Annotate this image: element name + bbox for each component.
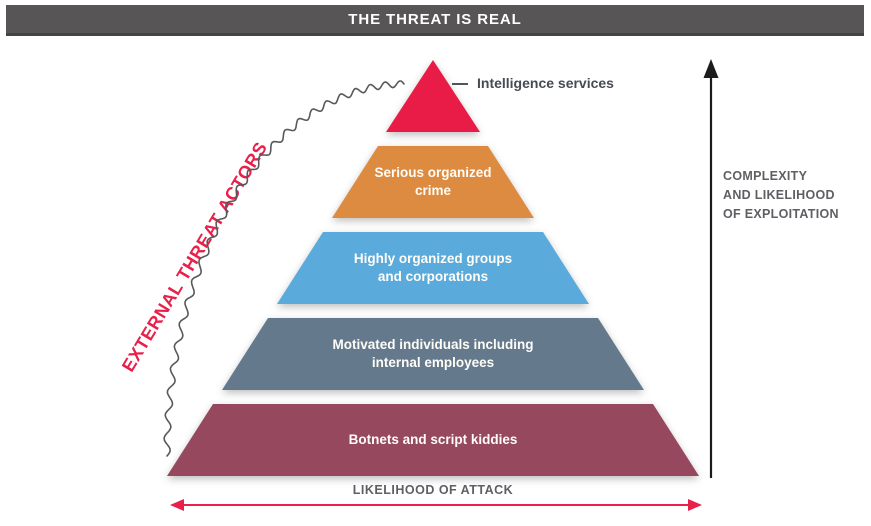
pyramid-layer-botnets-script-kiddies: Botnets and script kiddies	[167, 404, 699, 476]
pyramid-layer-serious-organized-crime: Serious organized crime	[332, 146, 534, 218]
intelligence-services-callout: Intelligence services	[477, 75, 614, 91]
layer-label: Highly organized groups and corporations	[353, 250, 513, 284]
pyramid-segment: Highly organized groups and corporations	[277, 232, 589, 304]
pyramid-segment: Serious organized crime	[332, 146, 534, 218]
page-title: THE THREAT IS REAL	[348, 10, 522, 28]
title-bar: THE THREAT IS REAL	[6, 5, 864, 36]
up-arrow-icon	[703, 59, 719, 478]
left-right-arrow-icon	[170, 499, 702, 511]
pyramid-segment-top	[386, 60, 480, 132]
pyramid-segment: Motivated individuals including internal…	[222, 318, 644, 390]
complexity-axis-label: COMPLEXITY AND LIKELIHOOD OF EXPLOITATIO…	[723, 169, 839, 221]
pyramid-layer-intelligence-services	[386, 60, 480, 132]
layer-label: Serious organized crime	[374, 164, 492, 198]
pyramid-layer-motivated-individuals: Motivated individuals including internal…	[222, 318, 644, 390]
layer-label: Botnets and script kiddies	[348, 431, 518, 447]
likelihood-axis-label: LIKELIHOOD OF ATTACK	[352, 483, 514, 497]
pyramid-segment: Botnets and script kiddies	[167, 404, 699, 476]
layer-label: Motivated individuals including internal…	[332, 336, 534, 370]
pyramid-layer-highly-organized-groups: Highly organized groups and corporations	[277, 232, 589, 304]
